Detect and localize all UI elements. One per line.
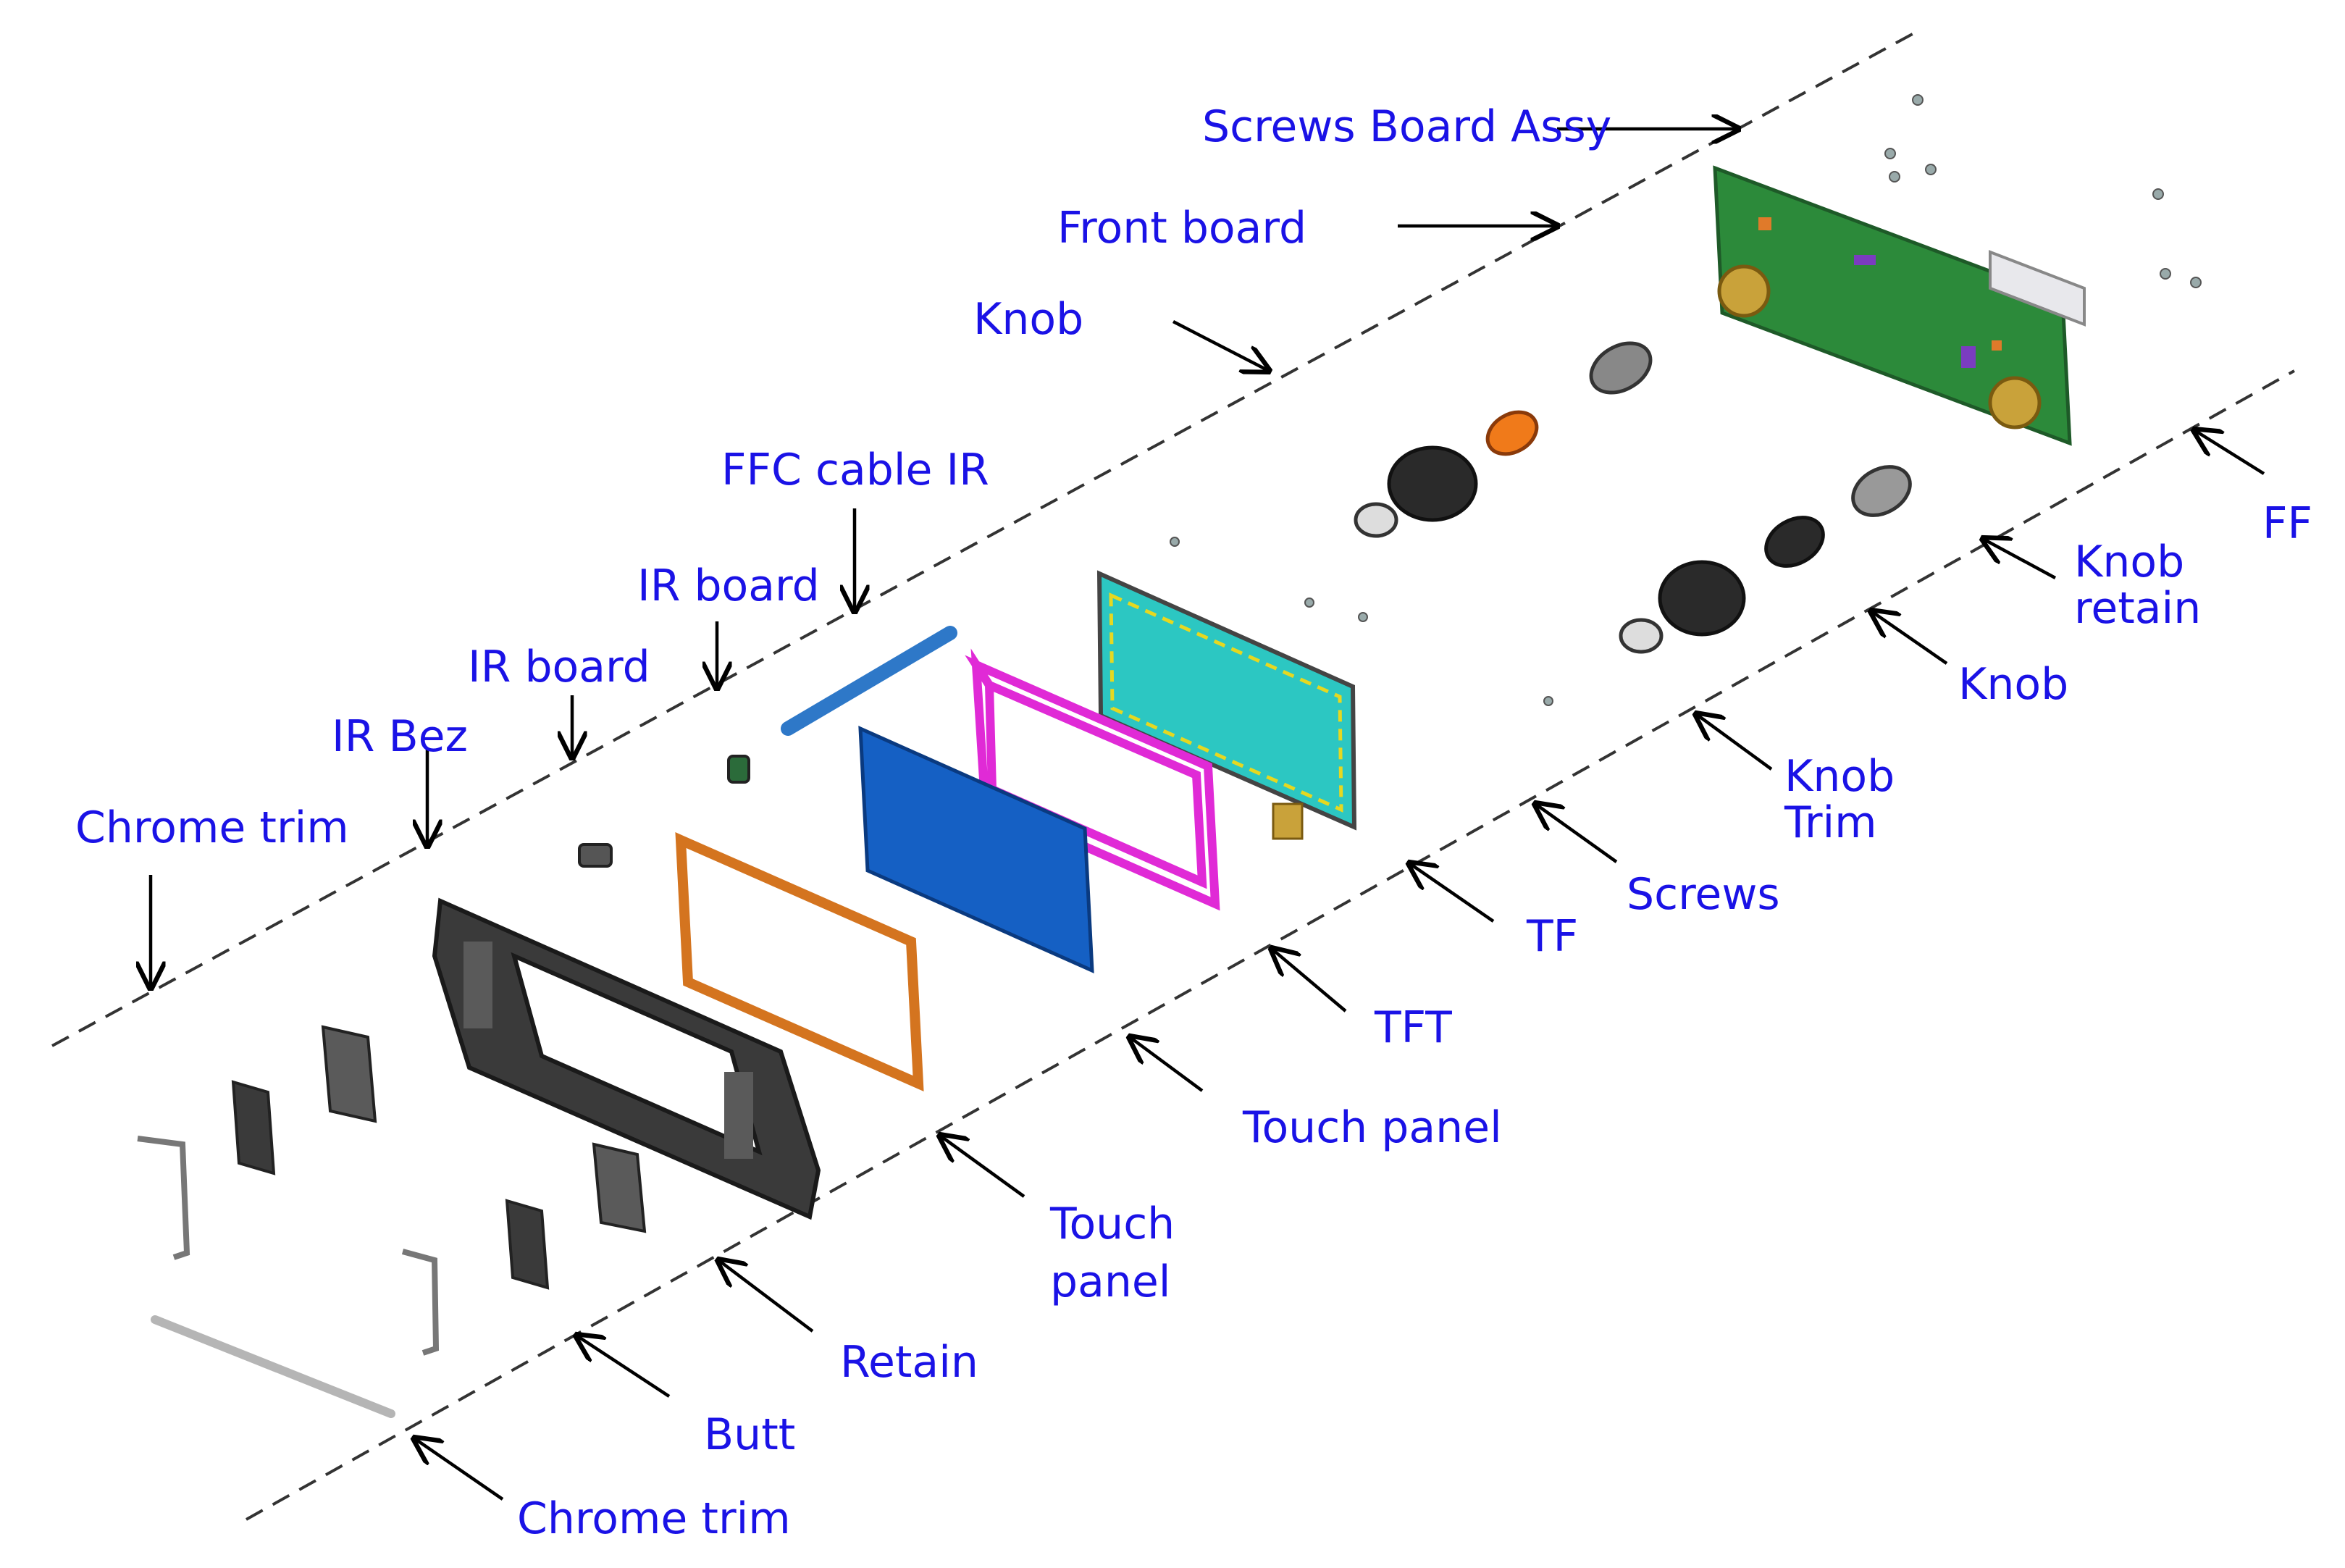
arrow-butt: [576, 1336, 671, 1398]
label-ir-board-1: IR board: [637, 561, 820, 611]
arrow-retain: [718, 1260, 814, 1333]
arrow-touch-panel-1: [1130, 1037, 1204, 1092]
button-pad-icon: [231, 1025, 647, 1290]
arrow-ff: [2194, 430, 2265, 475]
label-ffc-cable-ir: FFC cable IR: [721, 445, 989, 495]
screw-icon: [1884, 94, 2202, 288]
label-retain: Retain: [840, 1337, 978, 1388]
arrow-knob-retain: [1983, 539, 2057, 579]
label-knob-trim: Knob Trim: [1784, 751, 1895, 848]
tf-frame-icon: [965, 648, 1220, 911]
tft-display-icon: [858, 726, 1094, 973]
touch-panel-icon: [675, 832, 924, 1091]
arrow-tft: [1272, 949, 1347, 1013]
arrow-screws: [1535, 804, 1618, 863]
arrow-knob-trim: [1696, 714, 1773, 771]
lower-guide-line: [246, 369, 2295, 1521]
knob-icon: [1619, 465, 1912, 654]
arrow-knob-right: [1871, 611, 1948, 665]
bezel-frame-icon: [432, 897, 821, 1220]
label-tft: TFT: [1375, 1002, 1452, 1053]
arrow-tf: [1409, 863, 1495, 923]
screw-icon: [1170, 537, 1553, 706]
label-ff: FF: [2262, 498, 2313, 549]
retain-clip-icon: [137, 1136, 440, 1356]
circuit-board-icon: [1096, 570, 1357, 840]
arrow-knob-top: [1172, 319, 1269, 371]
label-ir-bez: IR Bez: [332, 711, 469, 762]
arrow-chrome-trim-bottom: [414, 1438, 504, 1501]
upper-guide-line: [51, 30, 1918, 1047]
front-board-icon: [1713, 165, 2086, 446]
label-touch-panel-1: Touch panel: [1243, 1102, 1502, 1153]
label-front-board: Front board: [1057, 203, 1307, 253]
ffc-cable-icon: [781, 626, 957, 736]
ir-part-icon: [578, 755, 750, 868]
label-knob-top: Knob: [973, 294, 1084, 345]
leader-arrows: [151, 129, 2265, 1501]
label-ir-board-2: IR board: [468, 642, 650, 692]
label-knob-retain: Knob retain: [2074, 537, 2202, 634]
label-knob-right: Knob: [1958, 659, 2069, 710]
label-screws: Screws: [1627, 869, 1780, 920]
knob-icon: [1354, 341, 1653, 538]
label-butt: Butt: [704, 1409, 796, 1460]
label-screws-board-assy: Screws Board Assy: [1202, 101, 1612, 152]
label-tf: TF: [1527, 911, 1579, 962]
arrow-touch-panel-2: [940, 1136, 1025, 1198]
chrome-trim-icon: [151, 1315, 395, 1418]
label-chrome-trim-top: Chrome trim: [75, 802, 349, 853]
label-touch-panel-2: Touch panel: [1050, 1199, 1175, 1307]
label-chrome-trim-bottom: Chrome trim: [517, 1493, 791, 1544]
